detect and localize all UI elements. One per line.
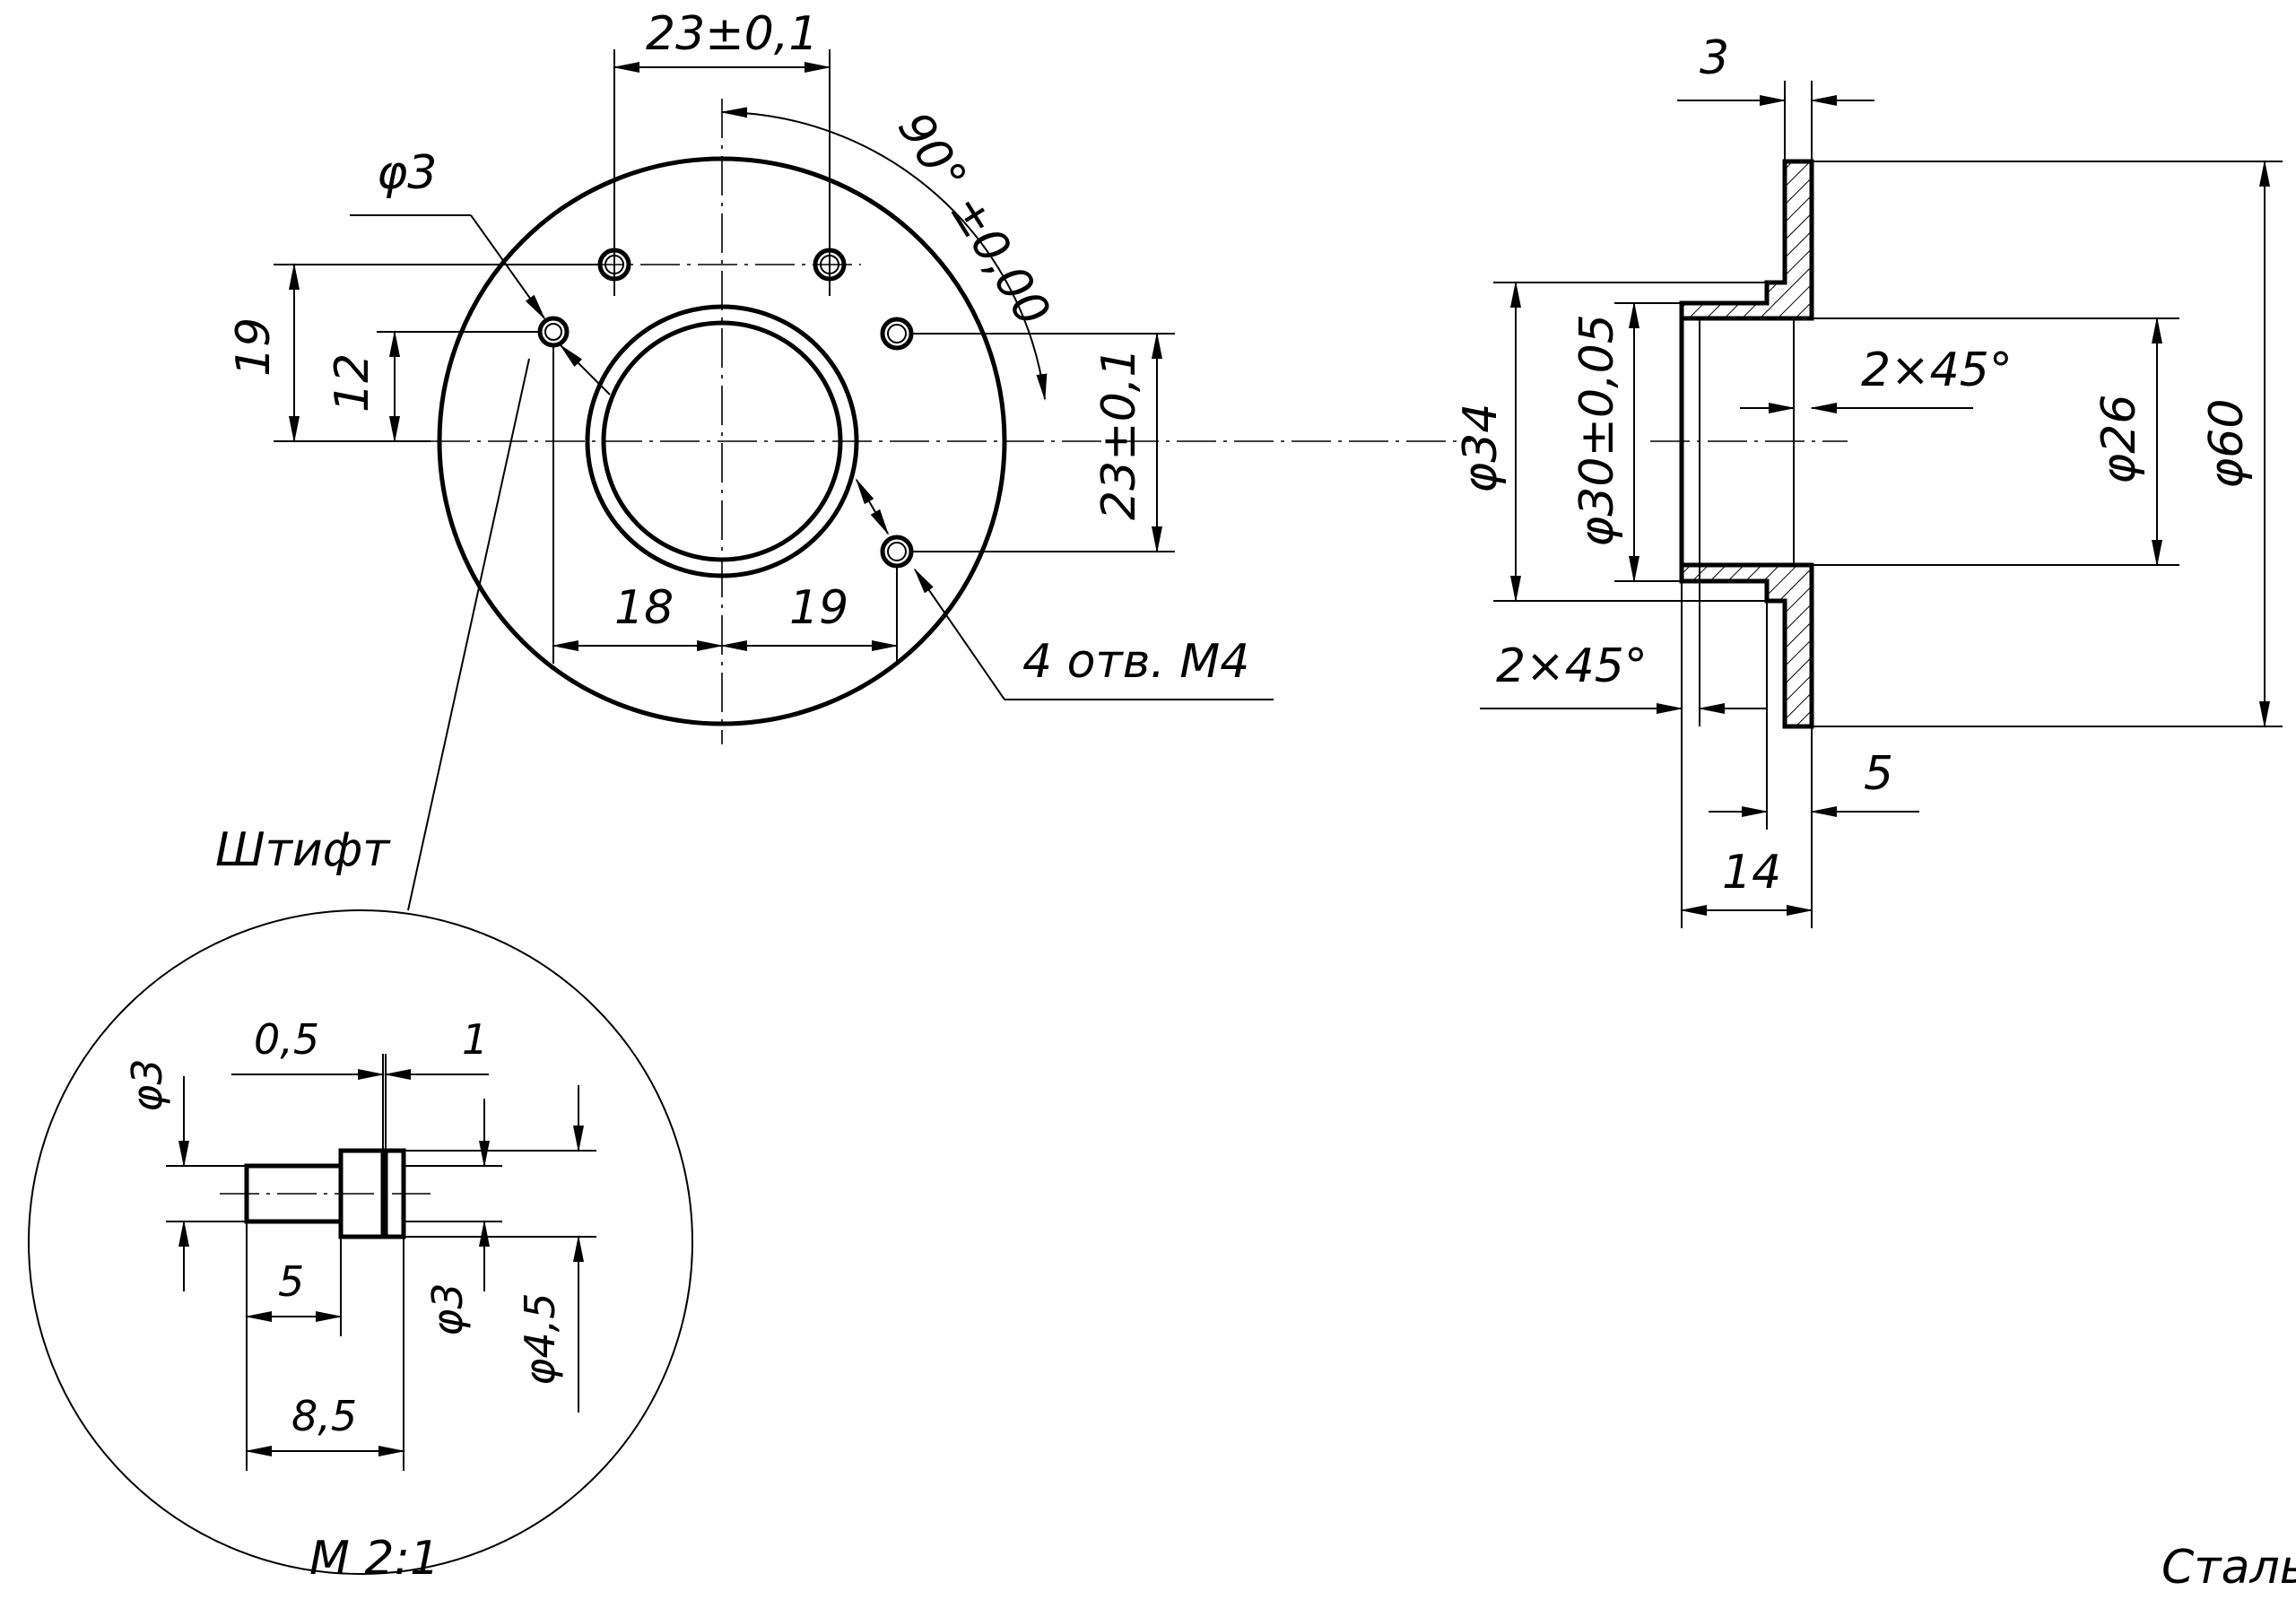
holes-note: 4 отв. M4 <box>1022 635 1249 689</box>
dim-23-right: 23±0,1 <box>1092 348 1146 520</box>
chamfer-outer: 2×45° <box>1496 639 1648 693</box>
pin-title: Штифт <box>215 823 391 877</box>
section-upper <box>1679 159 1814 321</box>
phi3-top: φ3 <box>377 146 437 200</box>
phi30: φ30±0,05 <box>1570 314 1624 547</box>
pin-5: 5 <box>278 1257 304 1306</box>
dim-3-top: 3 <box>1700 31 1729 85</box>
hole-right-upper <box>880 317 914 351</box>
dim-19-bottom: 19 <box>789 581 848 635</box>
dim-19-left: 19 <box>227 317 281 377</box>
angle-90: 90° ±0,00 <box>887 103 1060 335</box>
phi60: φ60 <box>2200 399 2254 489</box>
pin-phi3-right: φ3 <box>423 1282 472 1336</box>
chamfer-inner: 2×45° <box>1861 343 2013 397</box>
section-view: 3 φ34 φ30±0,05 2×45° φ26 φ60 2×45° <box>1454 31 2283 928</box>
front-view: 23±0,1 90° ±0,00 φ3 19 12 23±0,1 18 19 <box>227 7 1471 911</box>
phi26: φ26 <box>2092 395 2146 484</box>
scale-label: M 2:1 <box>309 1532 439 1586</box>
pin-phi3-left: φ3 <box>123 1058 171 1112</box>
dim-18: 18 <box>614 581 674 635</box>
hole-right-lower <box>880 535 914 569</box>
dim-5-side: 5 <box>1864 747 1893 801</box>
detail-circle <box>28 909 693 1575</box>
pin-phi45: φ4,5 <box>516 1293 564 1387</box>
section-lower <box>1679 562 1814 729</box>
pin-detail: Штифт φ3 0,5 1 5 8,5 φ3 <box>28 823 693 1586</box>
pin-05: 0,5 <box>254 1015 319 1064</box>
phi34: φ34 <box>1454 404 1508 493</box>
dim-23-top: 23±0,1 <box>646 7 818 61</box>
pin-1: 1 <box>462 1015 488 1064</box>
material-label: Сталь <box>2161 1541 2296 1595</box>
dim-12: 12 <box>326 353 379 413</box>
pin-hole-left <box>537 316 570 348</box>
dim-14: 14 <box>1722 846 1781 900</box>
pin-85: 8,5 <box>291 1392 357 1440</box>
